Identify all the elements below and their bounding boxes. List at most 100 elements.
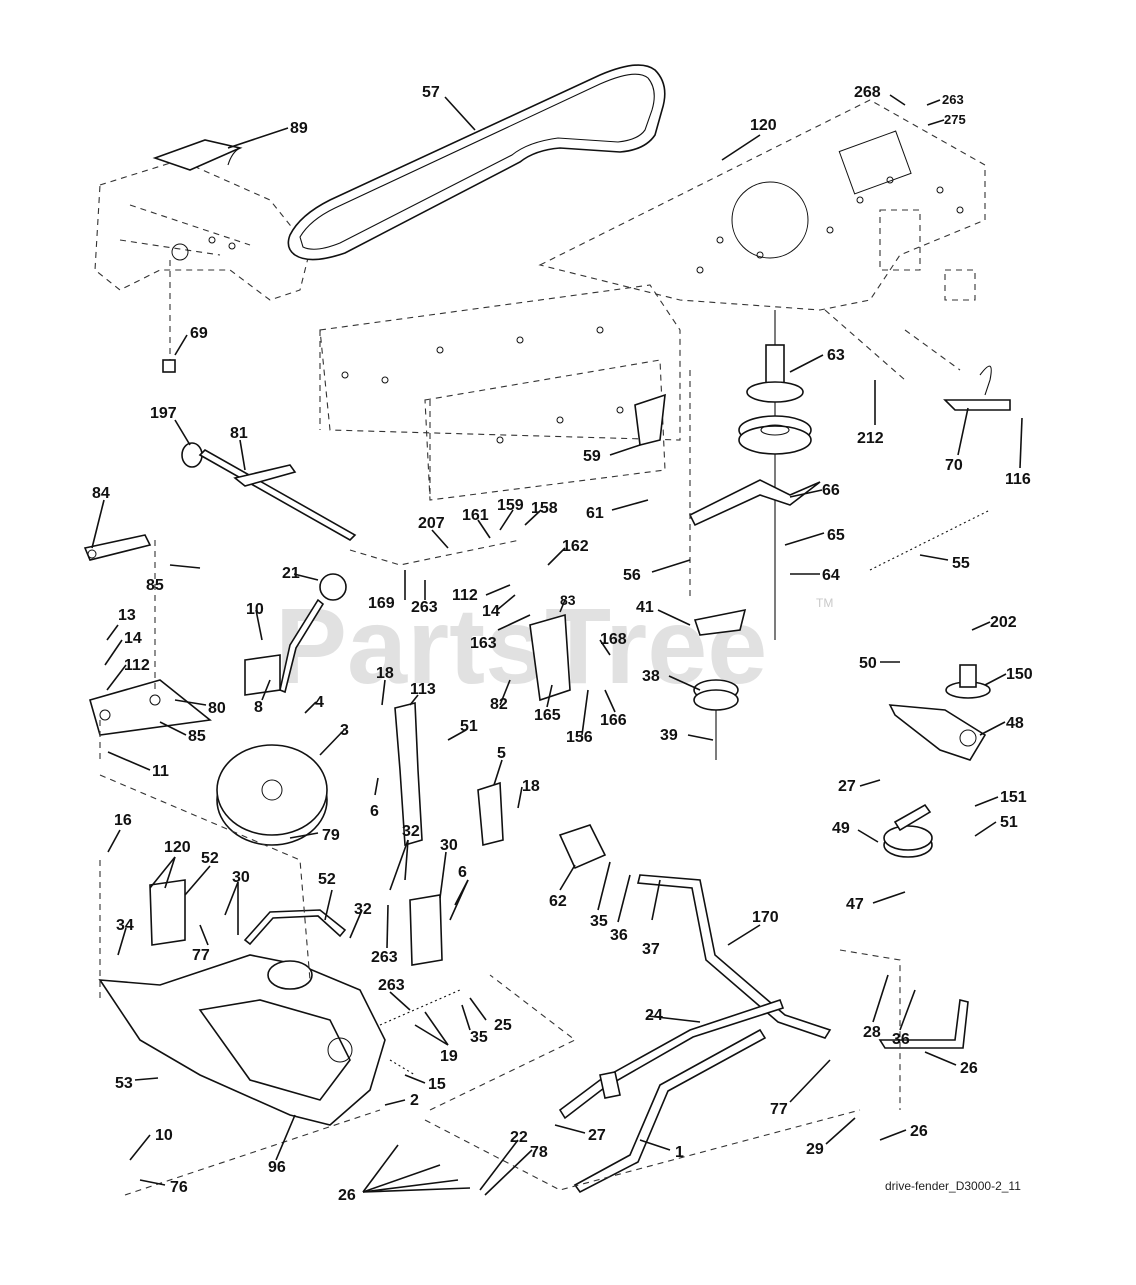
callout: 89 (290, 120, 308, 137)
callout: 6 (458, 864, 467, 881)
callout: 41 (636, 599, 654, 616)
callout: 57 (422, 84, 440, 101)
bracket-30-right (409, 894, 443, 966)
callout: 36 (610, 927, 628, 944)
shaft-34 (636, 874, 832, 1039)
callout: 61 (586, 505, 604, 522)
callout: 51 (460, 718, 478, 735)
callout: 48 (1006, 715, 1024, 732)
callout: 202 (990, 614, 1017, 631)
callout: 112 (124, 657, 150, 674)
callout: 168 (600, 631, 627, 648)
bushing-62 (558, 824, 607, 870)
rod-53 (878, 999, 969, 1049)
callout: 156 (566, 729, 593, 746)
callout: 263 (378, 977, 405, 994)
fender-outline (94, 159, 311, 301)
callout: 166 (600, 712, 627, 729)
callout: 120 (750, 117, 777, 134)
callout: 162 (562, 538, 589, 555)
callout: 59 (583, 448, 601, 465)
callout: 14 (124, 630, 142, 647)
bracket-41 (693, 608, 747, 636)
callout: 52 (318, 871, 336, 888)
transaxle-1 (98, 954, 386, 1126)
callout: 79 (322, 827, 340, 844)
callout: 14 (482, 603, 500, 620)
callout: 27 (838, 778, 856, 795)
callout: 29 (806, 1141, 824, 1158)
callout: 263 (371, 949, 398, 966)
callout: 26 (910, 1123, 928, 1140)
callout: 50 (859, 655, 877, 672)
callout: 55 (952, 555, 970, 572)
callout: 56 (623, 567, 641, 584)
callout: 163 (470, 635, 497, 652)
callout: 51 (1000, 814, 1018, 831)
pulley-150 (945, 664, 991, 699)
callout: 112 (452, 587, 478, 604)
callout: 35 (470, 1029, 488, 1046)
callout: 26 (960, 1060, 978, 1077)
callout: 3 (340, 722, 349, 739)
callout: 64 (822, 567, 840, 584)
pulley-38 (693, 679, 739, 760)
guide-lines (99, 309, 961, 1196)
bracket-59 (634, 393, 666, 446)
callout: 16 (114, 812, 132, 829)
callout: 8 (254, 699, 263, 716)
bolt-69 (162, 260, 176, 373)
callout: 27 (588, 1127, 606, 1144)
tractor-frame (319, 99, 986, 501)
spring-25 (379, 989, 461, 1026)
rod-28 (558, 998, 785, 1120)
callout: 49 (832, 820, 850, 837)
callout: 212 (857, 430, 884, 447)
callout: 39 (660, 727, 678, 744)
spring-2 (389, 1059, 416, 1076)
callout-labels: 57 89 69 120 268 263 275 63 212 70 116 1… (92, 84, 1033, 1204)
callout: 36 (892, 1031, 910, 1048)
watermark: PartsTree (275, 585, 767, 706)
callout: 47 (846, 896, 864, 913)
idler-arm-66 (688, 479, 821, 527)
callout: 24 (645, 1007, 663, 1024)
callout: 4 (315, 694, 324, 711)
bracket-5 (477, 781, 504, 847)
callout: 207 (418, 515, 445, 532)
callout: 21 (282, 565, 300, 582)
callout: 83 (560, 592, 576, 608)
callout: 10 (246, 601, 264, 618)
callout: 15 (428, 1076, 446, 1093)
callout: 77 (192, 947, 210, 964)
callout: 85 (188, 728, 206, 745)
shaft-81 (181, 442, 357, 541)
callout: 62 (549, 893, 567, 910)
callout: 275 (944, 112, 966, 127)
idler-arm-48 (888, 704, 987, 761)
callout: 13 (118, 607, 136, 624)
callout: 37 (642, 941, 660, 958)
callout: 32 (354, 901, 372, 918)
callout: 35 (590, 913, 608, 930)
callout: 82 (490, 696, 508, 713)
pulley-3 (216, 744, 328, 846)
callout: 6 (370, 803, 379, 820)
decal-plate (152, 139, 243, 171)
idler-pulley-assembly (738, 310, 812, 640)
callout: 70 (945, 457, 963, 474)
callout: 69 (190, 325, 208, 342)
callout: 5 (497, 745, 506, 762)
callout: 268 (854, 84, 881, 101)
callout: 63 (827, 347, 845, 364)
callout: 2 (410, 1092, 419, 1109)
callout: 76 (170, 1179, 188, 1196)
callout: 30 (440, 837, 458, 854)
callout: 80 (208, 700, 226, 717)
callout: 263 (411, 599, 438, 616)
callout: 28 (863, 1024, 881, 1041)
spring-55 (869, 509, 991, 571)
callout: 25 (494, 1017, 512, 1034)
callout: 10 (155, 1127, 173, 1144)
